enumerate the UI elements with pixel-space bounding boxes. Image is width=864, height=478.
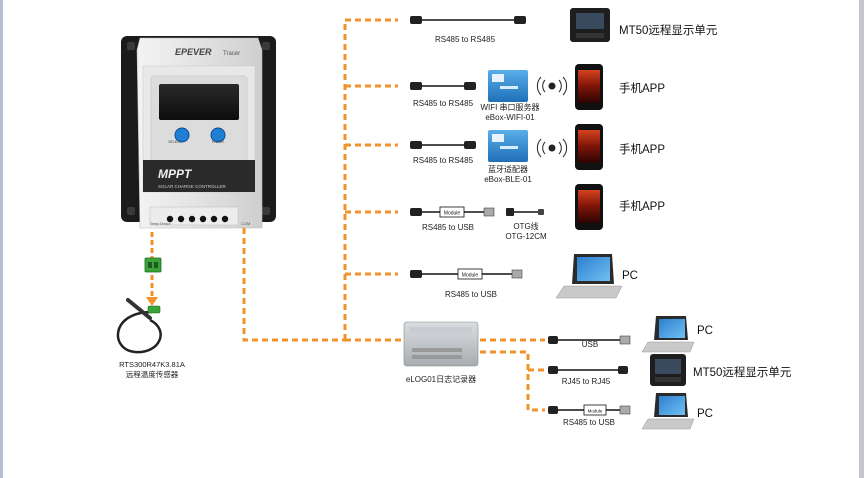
device-label: PC	[697, 325, 713, 337]
rs485-bus	[242, 18, 545, 412]
adapter-model: eBox-WIFI-01	[485, 113, 535, 122]
logger-label: eLOG01日志记录器	[405, 375, 477, 384]
charge-controller	[121, 36, 276, 229]
device-label: MT50远程显示单元	[693, 367, 792, 379]
mt50-display-unit	[650, 354, 686, 386]
adapter-model: OTG-12CM	[505, 232, 547, 241]
model-text: Tracer	[223, 51, 240, 57]
cable-label: RS485 to USB	[421, 223, 475, 232]
bluetooth-signal-icon	[536, 138, 568, 158]
cable-label: RJ45 to RJ45	[561, 377, 611, 386]
temp-port-label: Temp Sensor	[150, 222, 171, 226]
laptop-icon	[641, 316, 695, 353]
device-label: PC	[622, 270, 638, 282]
adapter-label: 蓝牙适配器	[488, 165, 528, 174]
select-label: SELECT	[168, 140, 182, 144]
cable-label: RS485 to USB	[444, 290, 498, 299]
cable-group	[410, 16, 631, 416]
elog01-logger	[403, 321, 479, 367]
wifi-signal-icon	[536, 76, 568, 96]
adapter-label: WIFI 串口服务器	[480, 103, 540, 112]
module-label: Module	[444, 211, 461, 217]
left-border	[0, 0, 3, 478]
phone-icon	[575, 64, 603, 110]
adapter-model: eBox-BLE-01	[484, 175, 532, 184]
cable-label: RS485 to RS485	[412, 99, 474, 108]
temperature-sensor	[116, 298, 162, 354]
controller-subtitle: SOLAR CHARGE CONTROLLER	[158, 184, 227, 189]
phone-icon	[575, 124, 603, 170]
brand-text: EPEVER	[175, 47, 212, 57]
mppt-title: MPPT	[158, 167, 193, 181]
right-border	[859, 0, 864, 478]
enter-label: ENTER	[212, 140, 224, 144]
device-label: 手机APP	[619, 144, 666, 156]
wifi-adapter	[488, 70, 528, 102]
com-label: COM	[241, 221, 250, 226]
device-label: PC	[697, 408, 713, 420]
sensor-name: 远程温度传感器	[125, 370, 179, 379]
module-label: Module	[588, 409, 603, 414]
mt50-display-unit	[570, 8, 610, 42]
bluetooth-adapter	[488, 130, 528, 162]
cable-label: RS485 to RS485	[412, 156, 474, 165]
cable-label: RS485 to RS485	[434, 35, 496, 44]
sensor-terminal-block	[144, 232, 162, 306]
adapter-label: OTG线	[513, 222, 539, 231]
device-label: 手机APP	[619, 83, 666, 95]
device-label: 手机APP	[619, 201, 666, 213]
cable-label: USB	[581, 340, 599, 349]
device-label: MT50远程显示单元	[619, 25, 718, 37]
cable-label: RS485 to USB	[562, 418, 616, 427]
laptop-icon	[555, 254, 623, 299]
phone-icon	[575, 184, 603, 230]
sensor-model: RTS300R47K3.81A	[119, 360, 185, 369]
module-label: Module	[462, 273, 479, 279]
laptop-icon	[641, 393, 695, 430]
